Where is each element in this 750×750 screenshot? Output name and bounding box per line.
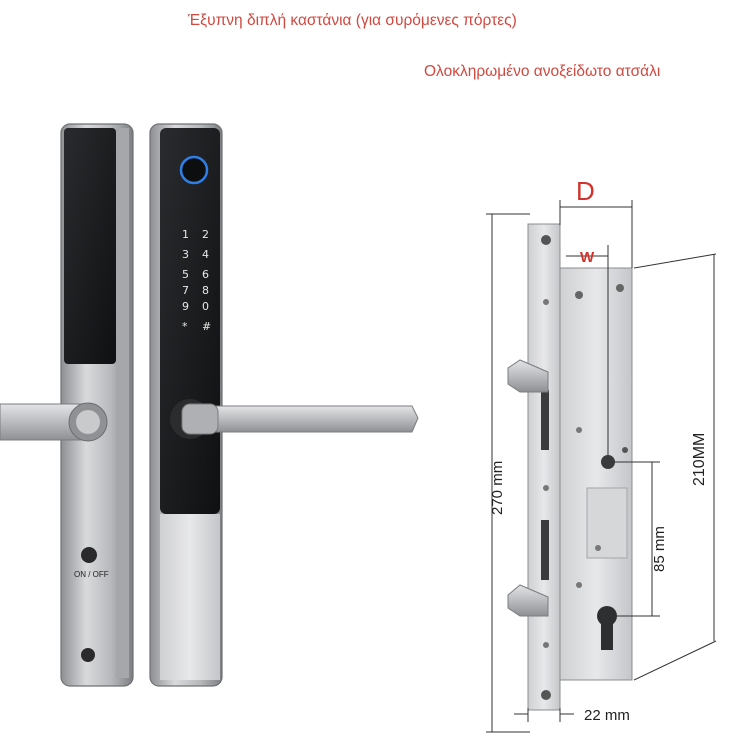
rear-handle-unit: ON / OFF xyxy=(0,123,134,687)
mortise-lock-body xyxy=(507,223,633,711)
subtitle-caption: Ολοκληρωμένο ανοξείδωτο ατσάλι xyxy=(424,63,661,80)
keypad-key: * xyxy=(182,320,188,333)
keypad-key: # xyxy=(202,320,211,333)
headline-caption: Έξυπνη διπλή καστάνια (για συρόμενες πόρ… xyxy=(188,12,517,29)
dim-d-label: D xyxy=(576,176,595,206)
dim-body-label: 210MM xyxy=(691,433,708,486)
rear-lever xyxy=(0,402,108,442)
keypad-key: 2 xyxy=(202,228,209,241)
key-hole-icon xyxy=(81,648,95,662)
keypad-key: 6 xyxy=(202,268,209,281)
keypad-key: 5 xyxy=(182,268,189,281)
front-handle-unit: 1 2 3 4 5 6 7 8 9 0 * # xyxy=(149,123,419,687)
dimension-lines xyxy=(486,200,717,733)
fingerprint-sensor-icon xyxy=(179,155,209,185)
keypad-key: 7 xyxy=(182,284,189,297)
front-lever xyxy=(170,399,419,439)
keypad-key: 1 xyxy=(182,228,189,241)
dim-faceplate-label: 22 mm xyxy=(584,707,630,724)
keypad-key: 4 xyxy=(202,248,209,261)
dim-center-label: 85 mm xyxy=(651,526,668,572)
keypad: 1 2 3 4 5 6 7 8 9 0 * # xyxy=(182,228,211,333)
switch-knob-icon xyxy=(81,547,97,563)
switch-label: ON / OFF xyxy=(74,570,109,579)
dim-w-label: W xyxy=(580,249,595,266)
keypad-key: 3 xyxy=(182,248,189,261)
dim-total-label: 270 mm xyxy=(489,461,506,515)
keypad-key: 8 xyxy=(202,284,209,297)
keypad-key: 0 xyxy=(202,300,209,313)
keypad-key: 9 xyxy=(182,300,189,313)
